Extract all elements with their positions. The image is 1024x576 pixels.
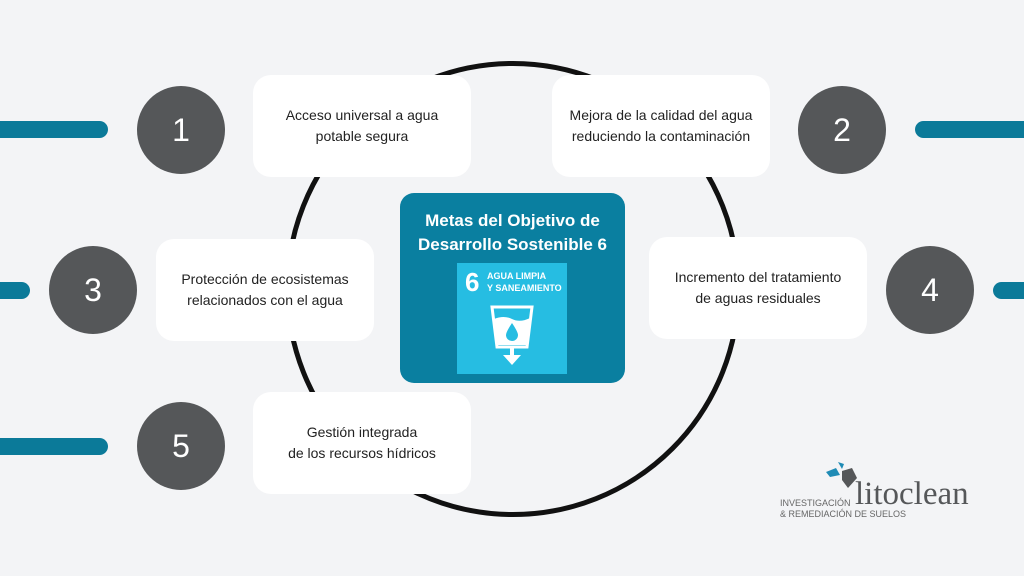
- connector-bar-1: [0, 121, 108, 138]
- logo-wordmark: litoclean: [855, 476, 969, 512]
- logo-mark-icon: [826, 462, 857, 488]
- connector-bar-4: [993, 282, 1024, 299]
- connector-bar-5: [0, 438, 108, 455]
- logo-tagline-2: & REMEDIACIÓN DE SUELOS: [780, 509, 907, 519]
- sdg-label: AGUA LIMPIA Y SANEAMIENTO: [487, 271, 562, 293]
- target-number-5: 5: [137, 402, 225, 490]
- target-number-1: 1: [137, 86, 225, 174]
- target-card-5: Gestión integrada de los recursos hídric…: [253, 392, 471, 494]
- logo-tagline-1: INVESTIGACIÓN: [780, 498, 851, 508]
- center-panel: Metas del Objetivo de Desarrollo Sosteni…: [400, 193, 625, 383]
- target-card-3: Protección de ecosistemas relacionados c…: [156, 239, 374, 341]
- target-number-4: 4: [886, 246, 974, 334]
- target-number-2: 2: [798, 86, 886, 174]
- sdg6-badge: 6 AGUA LIMPIA Y SANEAMIENTO: [457, 263, 567, 374]
- connector-bar-2: [915, 121, 1024, 138]
- target-number-3: 3: [49, 246, 137, 334]
- target-card-4: Incremento del tratamiento de aguas resi…: [649, 237, 867, 339]
- water-glass-icon: [490, 305, 534, 365]
- target-card-1: Acceso universal a agua potable segura: [253, 75, 471, 177]
- center-title: Metas del Objetivo de Desarrollo Sosteni…: [418, 211, 607, 254]
- sdg-number: 6: [465, 267, 480, 297]
- target-card-2: Mejora de la calidad del agua reduciendo…: [552, 75, 770, 177]
- connector-bar-3: [0, 282, 30, 299]
